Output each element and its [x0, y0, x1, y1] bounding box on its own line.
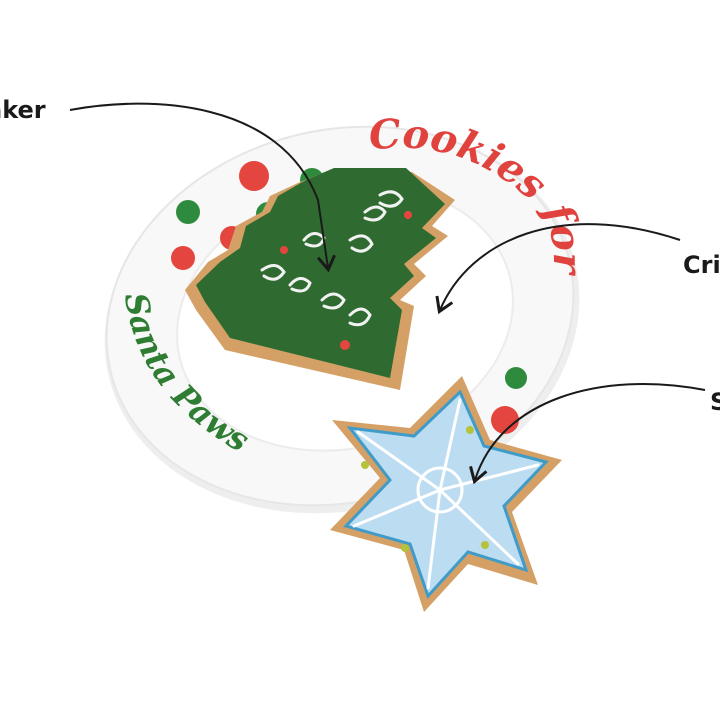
snowflake-cookie-toy [330, 376, 562, 612]
callout-squeaker-label: aker [0, 96, 46, 124]
snowflake-arrow [469, 383, 706, 485]
crinkle-arrow [435, 223, 681, 315]
callout-crinkle-label: Cri [683, 251, 720, 279]
callout-arrows [69, 102, 706, 485]
squeaker-arrow [69, 102, 336, 273]
callout-snowflake-label: S [710, 388, 720, 416]
tree-cookie-toy [185, 168, 455, 390]
